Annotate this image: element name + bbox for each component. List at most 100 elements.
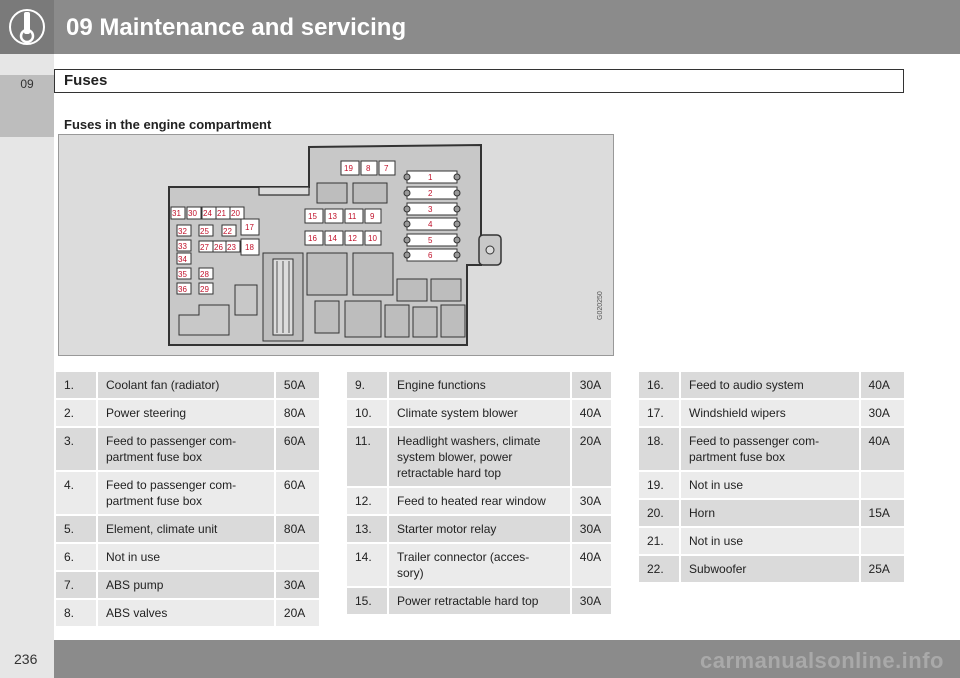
fuse-number: 4. bbox=[56, 472, 98, 516]
fuse-label: 21 bbox=[217, 209, 226, 218]
fuse-label: 7 bbox=[384, 164, 389, 173]
fuse-number: 1. bbox=[56, 372, 98, 400]
fuse-label: 27 bbox=[200, 243, 209, 252]
page-header: 09 Maintenance and servicing bbox=[54, 0, 960, 54]
fuse-amperage: 25A bbox=[860, 556, 904, 584]
fuse-label: 24 bbox=[203, 209, 212, 218]
fuse-label: 6 bbox=[428, 251, 433, 260]
fuse-box-diagram: 1 2 3 4 5 6 19 8 7 15 13 11 9 16 14 12 1… bbox=[58, 134, 614, 356]
fuse-description: Windshield wipers bbox=[681, 400, 861, 428]
fuse-amperage: 30A bbox=[571, 516, 611, 544]
fuse-label: 28 bbox=[200, 270, 209, 279]
fuse-amperage: 30A bbox=[275, 572, 319, 600]
fuse-amperage bbox=[860, 472, 904, 500]
fuse-label: 11 bbox=[348, 212, 357, 221]
fuse-label: 36 bbox=[178, 285, 187, 294]
fuse-description: Power retractable hard top bbox=[389, 588, 572, 616]
fuse-amperage: 15A bbox=[860, 500, 904, 528]
fuse-description: Coolant fan (radiator) bbox=[98, 372, 276, 400]
fuse-label: 34 bbox=[178, 255, 187, 264]
fuse-row: 14.Trailer connector (acces-sory)40A bbox=[347, 544, 611, 588]
fuse-label: 3 bbox=[428, 205, 433, 214]
fuse-amperage: 20A bbox=[571, 428, 611, 488]
fuse-number: 2. bbox=[56, 400, 98, 428]
fuse-label: 10 bbox=[368, 234, 377, 243]
fuse-number: 21. bbox=[639, 528, 681, 556]
fuse-amperage: 30A bbox=[860, 400, 904, 428]
fuse-number: 9. bbox=[347, 372, 389, 400]
fuse-label: 15 bbox=[308, 212, 317, 221]
fuse-description: ABS pump bbox=[98, 572, 276, 600]
fuse-label: 13 bbox=[328, 212, 337, 221]
fuse-description: Starter motor relay bbox=[389, 516, 572, 544]
fuse-label: 33 bbox=[178, 242, 187, 251]
fuse-label: 31 bbox=[172, 209, 181, 218]
fuse-number: 11. bbox=[347, 428, 389, 488]
page-number: 236 bbox=[14, 651, 38, 667]
fuse-description: Element, climate unit bbox=[98, 516, 276, 544]
fuse-number: 22. bbox=[639, 556, 681, 584]
fuse-description: Feed to passenger com-partment fuse box bbox=[98, 472, 276, 516]
fuse-label: 17 bbox=[245, 223, 254, 232]
fuse-description: Climate system blower bbox=[389, 400, 572, 428]
fuse-description: Engine functions bbox=[389, 372, 572, 400]
subsection-title: Fuses in the engine compartment bbox=[64, 117, 272, 132]
fuse-description: Feed to passenger com-partment fuse box bbox=[98, 428, 276, 472]
fuse-row: 4.Feed to passenger com-partment fuse bo… bbox=[56, 472, 319, 516]
fuse-label: 32 bbox=[178, 227, 187, 236]
wrench-gear-icon bbox=[9, 9, 45, 45]
fuse-number: 20. bbox=[639, 500, 681, 528]
fuse-number: 17. bbox=[639, 400, 681, 428]
fuse-number: 3. bbox=[56, 428, 98, 472]
fuse-description: Not in use bbox=[98, 544, 276, 572]
fuse-label: 14 bbox=[328, 234, 337, 243]
fuse-amperage: 40A bbox=[571, 400, 611, 428]
fuse-label: 1 bbox=[428, 173, 433, 182]
fuse-amperage bbox=[275, 544, 319, 572]
fuse-number: 7. bbox=[56, 572, 98, 600]
fuse-amperage: 40A bbox=[571, 544, 611, 588]
fuse-row: 3.Feed to passenger com-partment fuse bo… bbox=[56, 428, 319, 472]
fuse-description: Feed to audio system bbox=[681, 372, 861, 400]
fuse-description: Power steering bbox=[98, 400, 276, 428]
fuse-label: 8 bbox=[366, 164, 371, 173]
fuse-number: 10. bbox=[347, 400, 389, 428]
fuse-label: 5 bbox=[428, 236, 433, 245]
fuse-amperage: 30A bbox=[571, 372, 611, 400]
fuse-row: 19.Not in use bbox=[639, 472, 904, 500]
fuse-description: Subwoofer bbox=[681, 556, 861, 584]
fuse-amperage: 50A bbox=[275, 372, 319, 400]
fuse-number: 13. bbox=[347, 516, 389, 544]
fuse-description: Horn bbox=[681, 500, 861, 528]
fuse-row: 1.Coolant fan (radiator)50A bbox=[56, 372, 319, 400]
watermark: carmanualsonline.info bbox=[700, 648, 944, 673]
fuse-label: 25 bbox=[200, 227, 209, 236]
fuse-label: 18 bbox=[245, 243, 254, 252]
fuse-label: 9 bbox=[370, 212, 375, 221]
footer-side bbox=[0, 640, 54, 678]
fuse-description: Feed to heated rear window bbox=[389, 488, 572, 516]
fuse-number: 15. bbox=[347, 588, 389, 616]
fuse-amperage: 40A bbox=[860, 372, 904, 400]
fuse-amperage bbox=[860, 528, 904, 556]
section-title: Fuses bbox=[64, 72, 108, 89]
fuse-amperage: 20A bbox=[275, 600, 319, 628]
fuse-label: 23 bbox=[227, 243, 236, 252]
fuse-label: 30 bbox=[188, 209, 197, 218]
fuse-description: Not in use bbox=[681, 528, 861, 556]
fuse-description: ABS valves bbox=[98, 600, 276, 628]
section-bar: Fuses bbox=[54, 69, 904, 93]
page-title: 09 Maintenance and servicing bbox=[66, 14, 407, 41]
